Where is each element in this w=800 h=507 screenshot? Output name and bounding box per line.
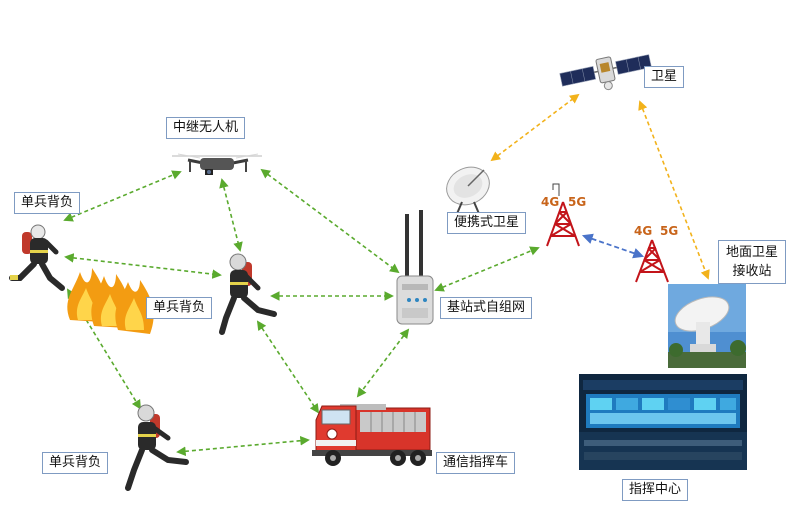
- link-soldier2-vehicle: [256, 320, 320, 414]
- relay-drone-label: 中继无人机: [166, 117, 246, 139]
- firefighter-2-icon: [219, 253, 277, 335]
- base-station-mesh-label: 基站式自组网: [440, 297, 533, 319]
- fire-truck-icon: [312, 404, 432, 466]
- satellite-label: 卫星: [644, 66, 685, 88]
- fire-icon: [67, 268, 154, 334]
- portable-satellite-dish-icon: [446, 166, 490, 218]
- ground-station-label: 地面卫星接收站: [718, 240, 786, 284]
- tower-1-band-5g: 5G: [568, 195, 586, 209]
- link-drone-soldier2: [219, 178, 243, 252]
- link-drone-basestation: [260, 168, 400, 274]
- link-basestation-vehicle: [356, 328, 410, 398]
- soldier-3-label: 单兵背负: [42, 452, 109, 474]
- firefighter-3-icon: [125, 404, 189, 491]
- link-soldier1-soldier2: [64, 253, 222, 279]
- command-center-label: 指挥中心: [622, 479, 689, 501]
- ground-station-photo: [668, 284, 746, 368]
- drone-icon: [172, 153, 262, 175]
- tower-1-band-4g: 4G: [541, 195, 559, 209]
- link-soldier1-drone: [63, 170, 182, 222]
- tower-2-band-5g: 5G: [660, 224, 678, 238]
- portable-satellite-label: 便携式卫星: [447, 212, 527, 234]
- tower-2-band-4g: 4G: [634, 224, 652, 238]
- link-satellite-ground-station: [638, 100, 710, 280]
- cell-tower-1-icon: [546, 183, 580, 247]
- satellite-icon: [559, 54, 652, 91]
- link-tower1-tower2: [581, 233, 645, 259]
- link-soldier3-vehicle: [176, 435, 310, 457]
- link-basestation-tower1: [434, 246, 540, 292]
- cell-tower-2-icon: [635, 239, 669, 283]
- command-center-photo: [579, 374, 747, 470]
- base-station-icon: [396, 210, 434, 325]
- command-vehicle-label: 通信指挥车: [436, 452, 516, 474]
- link-portable-satellite-satellite: [490, 93, 580, 162]
- soldier-1-label: 单兵背负: [14, 192, 81, 214]
- firefighter-1-icon: [9, 224, 65, 291]
- soldier-2-label: 单兵背负: [146, 297, 213, 319]
